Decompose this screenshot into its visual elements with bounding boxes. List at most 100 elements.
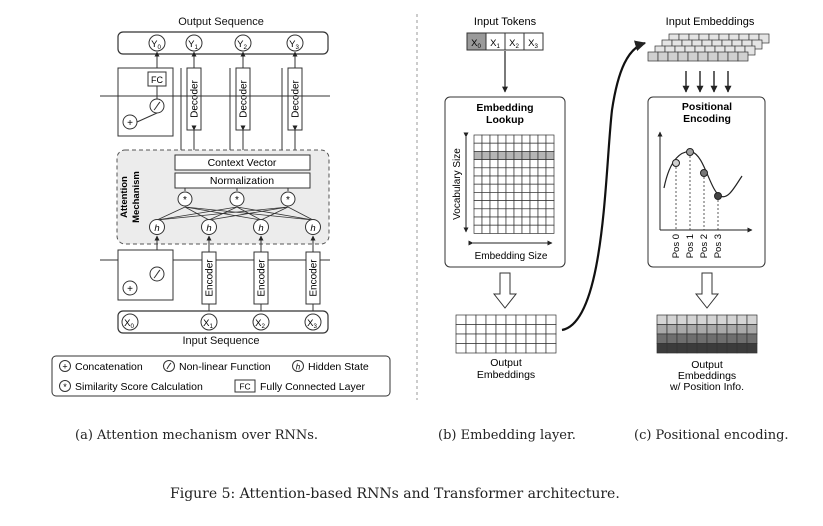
matrix-cell bbox=[473, 208, 483, 218]
decoder-label: Decoder bbox=[239, 79, 250, 117]
matrix-cell bbox=[489, 175, 499, 185]
matrix-cell bbox=[521, 151, 531, 160]
matrix-cell bbox=[529, 216, 539, 226]
input-node-label: X0 bbox=[124, 318, 134, 330]
legend-concat-symbol: + bbox=[62, 362, 67, 372]
input-node bbox=[200, 313, 218, 331]
output-cell-b bbox=[465, 333, 477, 344]
output-cell-c bbox=[706, 333, 718, 344]
output-cell-b bbox=[515, 333, 527, 344]
output-cell-c bbox=[656, 314, 668, 325]
matrix-cell bbox=[505, 167, 515, 177]
caption-c: (c) Positional encoding. bbox=[634, 428, 789, 443]
output-cell-b bbox=[535, 333, 547, 344]
matrix-cell bbox=[521, 134, 531, 144]
matrix-cell bbox=[481, 167, 491, 177]
context-vector-box bbox=[174, 154, 311, 171]
output-cell-c bbox=[696, 314, 708, 325]
output-sequence-box bbox=[117, 31, 329, 55]
output-cell-b bbox=[515, 324, 527, 335]
output-cell-c bbox=[656, 343, 668, 354]
output-cell-c bbox=[716, 343, 728, 354]
matrix-cell bbox=[497, 142, 507, 152]
embed-axis-label: Embedding Size bbox=[475, 251, 548, 262]
input-embedding-cell bbox=[707, 51, 719, 62]
output-cell-c bbox=[726, 314, 738, 325]
matrix-cell bbox=[545, 192, 555, 201]
concat-icon-bottom bbox=[122, 280, 138, 296]
position-point bbox=[686, 148, 694, 156]
input-node bbox=[304, 313, 322, 331]
down-arrow-b bbox=[492, 272, 518, 309]
matrix-cell bbox=[473, 192, 483, 201]
matrix-cell bbox=[497, 151, 507, 160]
output-cell-b bbox=[515, 314, 527, 325]
matrix-cell bbox=[497, 200, 507, 210]
encoder-label: Encoder bbox=[205, 259, 216, 297]
output-cell-c bbox=[706, 314, 718, 325]
output-cell-c bbox=[746, 324, 758, 335]
output-cell-b bbox=[495, 333, 507, 344]
matrix-cell bbox=[481, 183, 491, 193]
matrix-cell bbox=[497, 167, 507, 177]
output-cell-c bbox=[666, 314, 678, 325]
matrix-cell bbox=[513, 183, 523, 193]
matrix-cell bbox=[481, 142, 491, 152]
input-embedding-cell bbox=[744, 45, 756, 56]
output-cell-c bbox=[666, 343, 678, 354]
vocab-axis-label: Vocabulary Size bbox=[452, 148, 463, 220]
output-cell-b bbox=[515, 343, 527, 354]
legend-box bbox=[51, 355, 391, 397]
input-node-label: X2 bbox=[255, 318, 265, 330]
input-tokens-label: Input Tokens bbox=[474, 16, 537, 28]
input-embedding-cell bbox=[647, 51, 659, 62]
output-cell-c bbox=[686, 324, 698, 335]
matrix-cell bbox=[481, 134, 491, 144]
input-embedding-cell bbox=[727, 51, 739, 62]
output-cell-c bbox=[676, 314, 688, 325]
matrix-cell bbox=[505, 142, 515, 152]
output-cell-c bbox=[656, 324, 668, 335]
matrix-cell bbox=[481, 175, 491, 185]
input-node bbox=[121, 313, 139, 331]
matrix-cell bbox=[497, 134, 507, 144]
similarity-symbol: * bbox=[286, 195, 290, 206]
output-cell-c bbox=[696, 324, 708, 335]
output-cell-b bbox=[525, 314, 537, 325]
matrix-cell bbox=[537, 183, 547, 193]
output-cell-c bbox=[676, 343, 688, 354]
legend-fc: Fully Connected Layer bbox=[260, 381, 366, 393]
matrix-cell bbox=[481, 192, 491, 201]
matrix-cell bbox=[513, 151, 523, 160]
token-label: X1 bbox=[490, 38, 500, 50]
hidden-state-node bbox=[305, 219, 321, 235]
legend-concatenation: Concatenation bbox=[75, 361, 143, 373]
output-node bbox=[234, 34, 252, 52]
output-node-label: Y2 bbox=[237, 39, 247, 51]
hidden-state-node bbox=[201, 219, 217, 235]
matrix-cell bbox=[481, 208, 491, 218]
input-embedding-cell bbox=[717, 51, 729, 62]
token-cell bbox=[523, 32, 544, 51]
matrix-cell bbox=[537, 224, 547, 234]
matrix-cell bbox=[489, 183, 499, 193]
input-embeddings-label: Input Embeddings bbox=[666, 16, 755, 28]
legend-hidden-state: Hidden State bbox=[308, 361, 369, 373]
output-cell-b bbox=[505, 333, 517, 344]
matrix-cell bbox=[505, 175, 515, 185]
position-label: Pos 1 bbox=[685, 234, 696, 258]
matrix-cell bbox=[521, 142, 531, 152]
matrix-cell bbox=[521, 183, 531, 193]
output-cell-b bbox=[455, 314, 467, 325]
caption-b: (b) Embedding layer. bbox=[438, 428, 576, 443]
hidden-state-symbol: h bbox=[310, 223, 315, 234]
similarity-node bbox=[177, 191, 193, 207]
input-node-label: X1 bbox=[203, 318, 213, 330]
output-cell-b bbox=[455, 343, 467, 354]
input-embedding-cell bbox=[758, 33, 770, 44]
matrix-cell bbox=[545, 200, 555, 210]
output-cell-c bbox=[656, 333, 668, 344]
matrix-cell bbox=[473, 224, 483, 234]
